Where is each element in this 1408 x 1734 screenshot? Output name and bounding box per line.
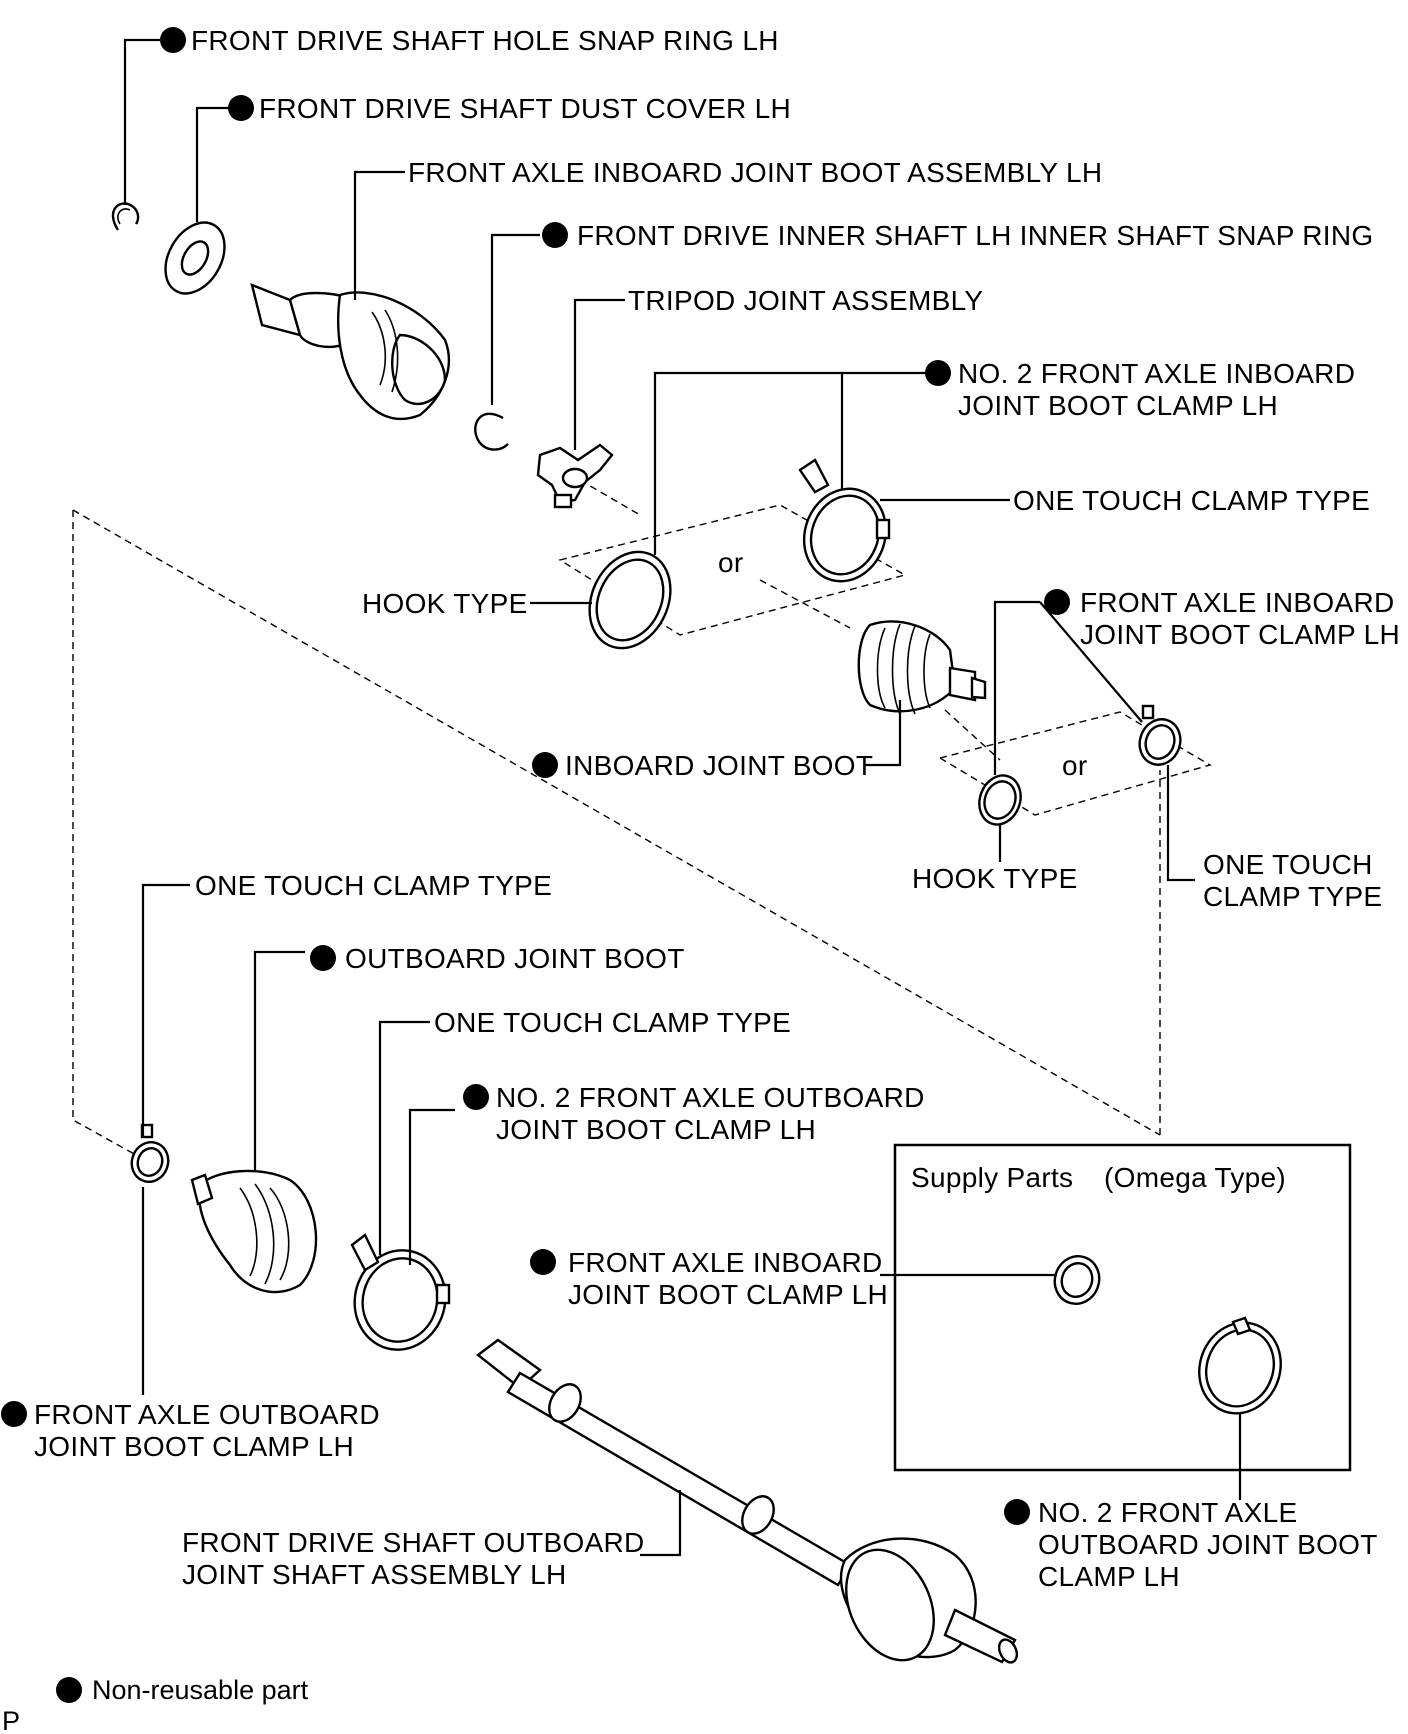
part-omega-inboard-clamp	[1053, 1255, 1101, 1305]
part-omega-outboard-clamp	[1198, 1316, 1282, 1415]
label-inboard-clamp-l1: FRONT AXLE INBOARD	[1080, 587, 1395, 618]
label-one-touch-left: ONE TOUCH CLAMP TYPE	[195, 870, 552, 901]
label-one-touch-center: ONE TOUCH CLAMP TYPE	[434, 1007, 791, 1038]
label-dust-cover: FRONT DRIVE SHAFT DUST COVER LH	[259, 93, 791, 124]
label-or-mid: or	[1062, 750, 1088, 781]
label-outboard-joint-boot: OUTBOARD JOINT BOOT	[345, 943, 685, 974]
label-outboard-shaft-l2: JOINT SHAFT ASSEMBLY LH	[182, 1559, 567, 1590]
part-outboard-joint-boot	[190, 1169, 318, 1294]
part-hole-snap-ring	[111, 202, 140, 231]
label-tripod-joint: TRIPOD JOINT ASSEMBLY	[628, 285, 983, 316]
part-one-touch-clamp-left	[130, 1123, 170, 1183]
legend: Non-reusable part	[92, 1675, 309, 1705]
part-hook-clamp-top	[588, 550, 672, 650]
label-inboard-clamp-l2: JOINT BOOT CLAMP LH	[1080, 619, 1400, 650]
part-dust-cover	[164, 221, 226, 295]
part-no2-outboard-clamp	[350, 1233, 451, 1351]
label-supply-no2-outboard-l1: NO. 2 FRONT AXLE	[1038, 1497, 1297, 1528]
label-no2-inboard-clamp-l2: JOINT BOOT CLAMP LH	[958, 390, 1278, 421]
label-inner-shaft-snap-ring: FRONT DRIVE INNER SHAFT LH INNER SHAFT S…	[577, 220, 1373, 251]
label-supply-inboard-l1: FRONT AXLE INBOARD	[568, 1247, 883, 1278]
leader-lines	[123, 38, 1195, 1557]
label-no2-inboard-clamp-l1: NO. 2 FRONT AXLE INBOARD	[958, 358, 1355, 389]
label-outboard-shaft-l1: FRONT DRIVE SHAFT OUTBOARD	[182, 1527, 645, 1558]
non-reusable-markers	[1, 27, 1070, 1703]
label-one-touch-mid-l2: CLAMP TYPE	[1203, 881, 1382, 912]
label-outboard-clamp-l2: JOINT BOOT CLAMP LH	[34, 1431, 354, 1462]
part-one-touch-clamp-mid	[1138, 704, 1182, 766]
label-hole-snap-ring: FRONT DRIVE SHAFT HOLE SNAP RING LH	[191, 25, 779, 56]
part-labels: FRONT DRIVE SHAFT HOLE SNAP RING LH FRON…	[34, 25, 1400, 1590]
supply-parts-subtitle: (Omega Type)	[1104, 1162, 1286, 1193]
part-hook-clamp-mid	[978, 774, 1022, 826]
part-inboard-joint-boot	[857, 620, 987, 715]
label-inboard-boot-assembly: FRONT AXLE INBOARD JOINT BOOT ASSEMBLY L…	[408, 157, 1102, 188]
corner-mark: P	[2, 1706, 20, 1734]
label-supply-no2-outboard-l2: OUTBOARD JOINT BOOT	[1038, 1529, 1378, 1560]
part-outboard-shaft-assembly	[476, 1338, 1019, 1664]
supply-parts-labels: FRONT AXLE INBOARD JOINT BOOT CLAMP LH N…	[568, 1247, 1378, 1592]
label-one-touch-mid-l1: ONE TOUCH	[1203, 849, 1373, 880]
label-outboard-clamp-l1: FRONT AXLE OUTBOARD	[34, 1399, 380, 1430]
label-hook-type-mid: HOOK TYPE	[912, 863, 1078, 894]
label-supply-no2-outboard-l3: CLAMP LH	[1038, 1561, 1180, 1592]
part-one-touch-clamp-top	[798, 458, 891, 583]
label-one-touch-top: ONE TOUCH CLAMP TYPE	[1013, 485, 1370, 516]
part-tripod-joint	[536, 443, 614, 509]
label-or-top: or	[718, 547, 744, 578]
supply-parts-title: Supply Parts	[911, 1162, 1073, 1193]
supply-parts-box: Supply Parts (Omega Type)	[880, 1143, 1352, 1500]
part-inboard-boot-assembly	[250, 283, 450, 421]
label-no2-outboard-clamp-l1: NO. 2 FRONT AXLE OUTBOARD	[496, 1082, 925, 1113]
part-inner-shaft-snap-ring	[474, 412, 509, 451]
label-supply-inboard-l2: JOINT BOOT CLAMP LH	[568, 1279, 888, 1310]
label-no2-outboard-clamp-l2: JOINT BOOT CLAMP LH	[496, 1114, 816, 1145]
label-hook-type-left: HOOK TYPE	[362, 588, 528, 619]
label-inboard-joint-boot: INBOARD JOINT BOOT	[565, 750, 873, 781]
legend-non-reusable-text: Non-reusable part	[92, 1675, 309, 1705]
